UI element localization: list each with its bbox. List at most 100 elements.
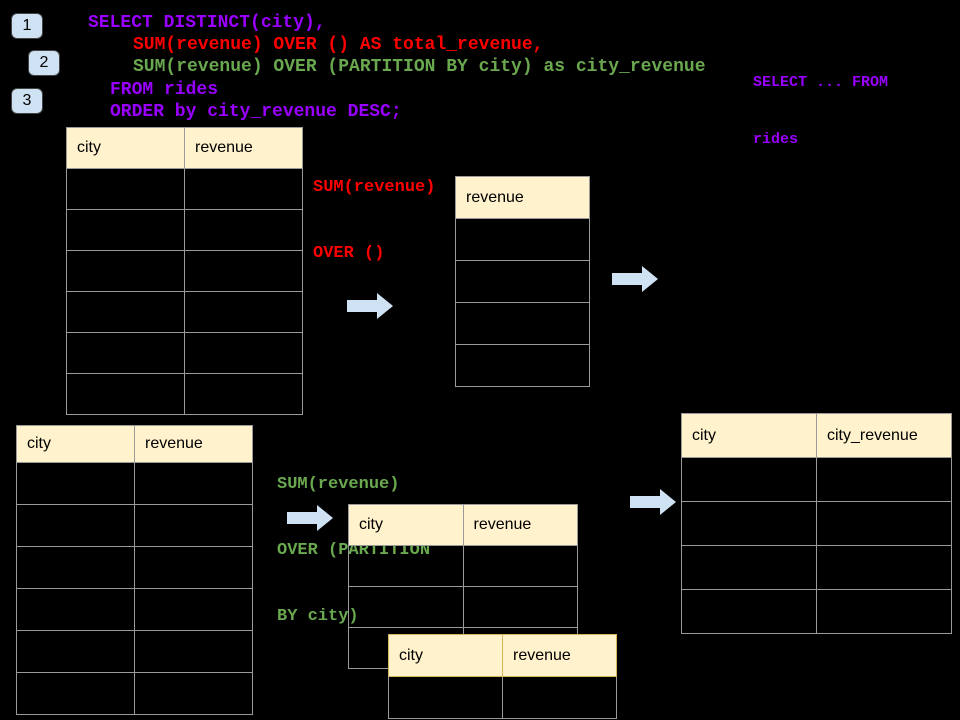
table-row: [681, 545, 952, 590]
empty-cell: [16, 588, 135, 631]
table-row: [16, 672, 253, 715]
table-row: [66, 291, 303, 333]
table-row: [455, 344, 590, 387]
annotation-line: BY city): [277, 607, 359, 626]
empty-cell: [66, 291, 185, 333]
step-badge-1: 1: [11, 13, 43, 39]
sql-line-from: FROM rides: [110, 80, 219, 100]
annotation-line: SUM(revenue): [277, 475, 400, 494]
empty-cell: [66, 332, 185, 374]
column-header: city_revenue: [816, 413, 952, 458]
sql-side-note-line2: rides: [753, 131, 799, 148]
empty-cell: [16, 504, 135, 547]
empty-cell: [66, 250, 185, 292]
empty-cell: [462, 545, 578, 587]
sql-line-city-revenue: SUM(revenue) OVER (PARTITION BY city) as…: [133, 57, 706, 77]
sql-side-note: SELECT ... FROM rides: [753, 35, 888, 187]
table-row: [16, 630, 253, 673]
column-header: revenue: [502, 634, 617, 677]
column-header: revenue: [134, 425, 253, 463]
sql-side-note-line1: SELECT ... FROM: [753, 74, 889, 91]
empty-cell: [134, 504, 253, 547]
empty-cell: [502, 676, 617, 719]
step-badge-3: 3: [11, 88, 43, 114]
table-total-revenue-result: revenue: [455, 176, 590, 387]
empty-cell: [16, 462, 135, 505]
table-row: [66, 209, 303, 251]
empty-cell: [455, 344, 590, 387]
column-header: city: [388, 634, 503, 677]
table-row: [16, 588, 253, 631]
empty-cell: [16, 672, 135, 715]
empty-cell: [16, 546, 135, 589]
table-row: [455, 218, 590, 261]
table-row: [681, 457, 952, 502]
table-row: [66, 250, 303, 292]
table-row: [16, 462, 253, 505]
column-header: revenue: [462, 504, 578, 546]
empty-cell: [184, 291, 303, 333]
empty-cell: [816, 589, 952, 634]
table-row: [348, 545, 578, 587]
empty-cell: [184, 209, 303, 251]
empty-cell: [348, 586, 464, 628]
table-row: [455, 302, 590, 345]
table-row: [388, 676, 617, 719]
table-row: [681, 501, 952, 546]
empty-cell: [816, 501, 952, 546]
annotation-line: SUM(revenue): [313, 178, 436, 197]
empty-cell: [134, 462, 253, 505]
column-header: city: [681, 413, 817, 458]
empty-cell: [455, 218, 590, 261]
table-header-row: revenue: [455, 176, 590, 219]
empty-cell: [16, 630, 135, 673]
table-row: [16, 504, 253, 547]
flow-arrow-source-to-partition: [287, 505, 333, 531]
flow-arrow-partition-to-result: [630, 489, 676, 515]
sql-line-total-revenue: SUM(revenue) OVER () AS total_revenue,: [133, 35, 544, 55]
column-header: revenue: [184, 127, 303, 169]
empty-cell: [816, 545, 952, 590]
table-row: [681, 589, 952, 634]
empty-cell: [184, 373, 303, 415]
empty-cell: [184, 250, 303, 292]
empty-cell: [462, 586, 578, 628]
empty-cell: [681, 501, 817, 546]
table-row: [66, 373, 303, 415]
table-row: [455, 260, 590, 303]
empty-cell: [455, 260, 590, 303]
column-header: city: [16, 425, 135, 463]
annotation-sum-over-all: SUM(revenue) OVER (): [313, 133, 435, 309]
empty-cell: [816, 457, 952, 502]
empty-cell: [184, 168, 303, 210]
column-header: revenue: [455, 176, 590, 219]
table-row: [348, 586, 578, 628]
empty-cell: [455, 302, 590, 345]
empty-cell: [134, 630, 253, 673]
empty-cell: [681, 589, 817, 634]
empty-cell: [681, 457, 817, 502]
sql-line-select: SELECT DISTINCT(city),: [88, 13, 326, 33]
empty-cell: [681, 545, 817, 590]
empty-cell: [388, 676, 503, 719]
empty-cell: [134, 546, 253, 589]
empty-cell: [66, 373, 185, 415]
column-header: city: [348, 504, 464, 546]
empty-cell: [66, 209, 185, 251]
table-row: [66, 168, 303, 210]
empty-cell: [134, 672, 253, 715]
step-badge-2: 2: [28, 50, 60, 76]
flow-arrow-source-to-total: [347, 293, 393, 319]
flow-arrow-total-out: [612, 266, 658, 292]
sql-line-order-by: ORDER by city_revenue DESC;: [110, 102, 402, 122]
